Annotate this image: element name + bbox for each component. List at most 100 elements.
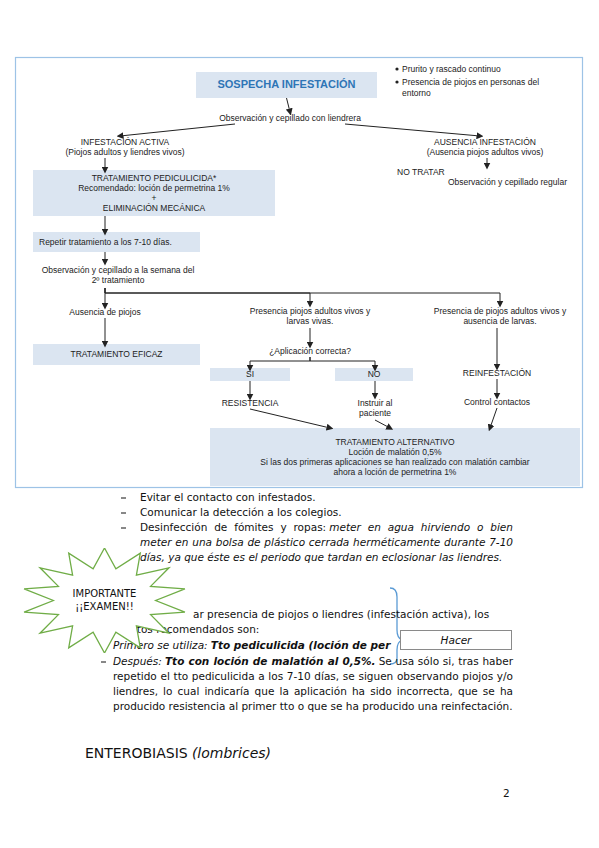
bullet-dot	[395, 80, 398, 83]
node-text: Recomendado: loción de permetrina 1%	[33, 183, 275, 193]
note-box: Hacer	[400, 630, 512, 650]
node-text: IMPORTANTE ¡¡EXAMEN!!	[65, 588, 145, 613]
label-text: Primero se utiliza:	[113, 639, 208, 651]
flow-arrow	[487, 158, 488, 166]
outcome-text: NO TRATARObservación y cepillado regular	[397, 166, 567, 188]
text-block: Primero se utiliza:Tto pediculicida (loc…	[113, 638, 413, 653]
text-block: ar presencia de piojos o liendres (infes…	[193, 607, 518, 622]
bullet-dot	[395, 67, 398, 70]
starburst-callout: IMPORTANTE ¡¡EXAMEN!!	[22, 548, 187, 653]
node-text: SOSPECHA INFESTACIÓN	[196, 78, 377, 91]
node-text: ¿Aplicación correcta?	[255, 346, 365, 356]
node-text: NO TRATAR	[397, 167, 567, 177]
node-text: Observación y cepillado con liendrera	[190, 113, 390, 123]
list-dash	[121, 498, 126, 499]
node-text: TRATAMIENTO EFICAZ	[33, 349, 200, 359]
label-text: Tto pediculicida (loción de per	[211, 639, 391, 651]
process-box: Repetir tratamiento a los 7-10 días.	[33, 232, 200, 252]
flow-arrow	[105, 288, 106, 306]
flow-arrow	[105, 216, 106, 232]
text-block: 2	[503, 786, 523, 801]
text-block: Prurito y rascado continuo	[402, 64, 572, 75]
result-text: Presencia de piojos adultos vivos y ause…	[426, 304, 574, 328]
label-text: Prurito y rascado continuo	[402, 64, 501, 74]
node-text: Observación y cepillado a la semana del …	[38, 265, 198, 285]
flow-arrow	[250, 409, 330, 428]
process-box: TRATAMIENTO ALTERNATIVOLoción de malatió…	[210, 428, 580, 486]
node-text: NO	[335, 369, 413, 379]
label-text: Comunicar la detección a los colegios.	[140, 506, 342, 518]
label-text: (lombrices)	[192, 745, 271, 761]
label-text: Después:	[113, 655, 162, 667]
text-block: Comunicar la detección a los colegios.	[140, 505, 513, 520]
label-text: Tto con loción de malatión al 0,5%.	[165, 655, 376, 667]
node-text: (Piojos adultos y liendres vivos)	[40, 147, 210, 157]
label-text: Desinfección de fómites y ropas:	[140, 521, 326, 533]
flow-arrow	[105, 318, 106, 344]
flow-arrow	[120, 124, 235, 136]
node-text: INFESTACIÓN ACTIVA	[40, 137, 210, 147]
text-block: Presencia de piojos en personas del ento…	[402, 77, 570, 98]
step-text: Observación y cepillado a la semana del …	[38, 262, 198, 288]
branch-text: AUSENCIA INFESTACIÓN(Ausencia piojos adu…	[400, 136, 570, 158]
node-text: Presencia piojos adultos vivos y larvas …	[244, 306, 376, 326]
label-text: ENTEROBIASIS	[85, 745, 188, 761]
node-text: TRATAMIENTO PEDICULICIDA*	[33, 173, 275, 183]
node-text: (Ausencia piojos adultos vivos)	[400, 147, 570, 157]
result-text: Ausencia de piojos	[50, 306, 160, 318]
list-dash	[101, 662, 106, 663]
node-text: Observación y cepillado regular	[397, 177, 567, 187]
node-text: TRATAMIENTO ALTERNATIVO	[250, 437, 540, 447]
diagram-frame	[16, 58, 583, 488]
text-block: ENTEROBIASIS(lombrices)	[85, 744, 385, 762]
node-text: ELIMINACIÓN MECÁNICA	[33, 203, 275, 213]
flow-arrow	[105, 158, 106, 170]
answer-box: NO	[335, 368, 413, 381]
flow-arrow	[250, 357, 310, 368]
node-text: Presencia de piojos adultos vivos y ause…	[426, 306, 574, 326]
start-box: SOSPECHA INFESTACIÓN	[196, 72, 377, 98]
node-text: REINFESTACIÓN	[447, 368, 547, 378]
starburst-shape	[24, 548, 185, 653]
flow-arrow	[105, 252, 106, 262]
flow-arrow	[287, 98, 291, 112]
result-text: RESISTENCIA	[205, 397, 295, 409]
node-text: Loción de malatión 0,5%	[250, 447, 540, 457]
process-box: TRATAMIENTO EFICAZ	[33, 344, 200, 365]
node-text: Si las dos primeras aplicaciones se han …	[250, 457, 540, 477]
flow-arrow	[105, 288, 500, 304]
label-text: Presencia de piojos en personas del ento…	[402, 77, 539, 98]
node-text: RESISTENCIA	[205, 398, 295, 408]
branch-text: INFESTACIÓN ACTIVA(Piojos adultos y lien…	[40, 136, 210, 158]
step-text: Observación y cepillado con liendrera	[190, 112, 390, 124]
node-text: Control contactos	[447, 397, 547, 407]
flow-arrow	[490, 408, 497, 428]
result-text: Control contactos	[447, 396, 547, 408]
result-text: REINFESTACIÓN	[447, 367, 547, 379]
result-text: Presencia piojos adultos vivos y larvas …	[244, 304, 376, 328]
list-dash	[121, 513, 126, 514]
label-text: Evitar el contacto con infestados.	[140, 491, 316, 503]
flow-arrow	[345, 124, 480, 136]
node-text: AUSENCIA INFESTACIÓN	[400, 137, 570, 147]
text-block: Después:Tto con loción de malatión al 0,…	[113, 654, 513, 714]
flow-arrow	[497, 379, 498, 396]
answer-box: SI	[210, 368, 290, 381]
question-text: ¿Aplicación correcta?	[255, 345, 365, 357]
text-block: Evitar el contacto con infestados.	[140, 490, 513, 505]
node-text: Hacer	[401, 634, 511, 647]
flow-arrow	[310, 328, 311, 345]
flow-arrow	[105, 288, 310, 304]
label-text: 2	[503, 787, 510, 799]
node-text: Ausencia de piojos	[50, 307, 160, 317]
process-box: TRATAMIENTO PEDICULICIDA*Recomendado: lo…	[33, 170, 275, 216]
flow-arrow	[375, 420, 390, 428]
curly-bracket	[390, 588, 402, 664]
flow-arrow	[375, 381, 376, 396]
flow-arrow	[250, 381, 251, 397]
node-text: Repetir tratamiento a los 7-10 días.	[39, 237, 194, 247]
list-dash	[121, 528, 126, 529]
